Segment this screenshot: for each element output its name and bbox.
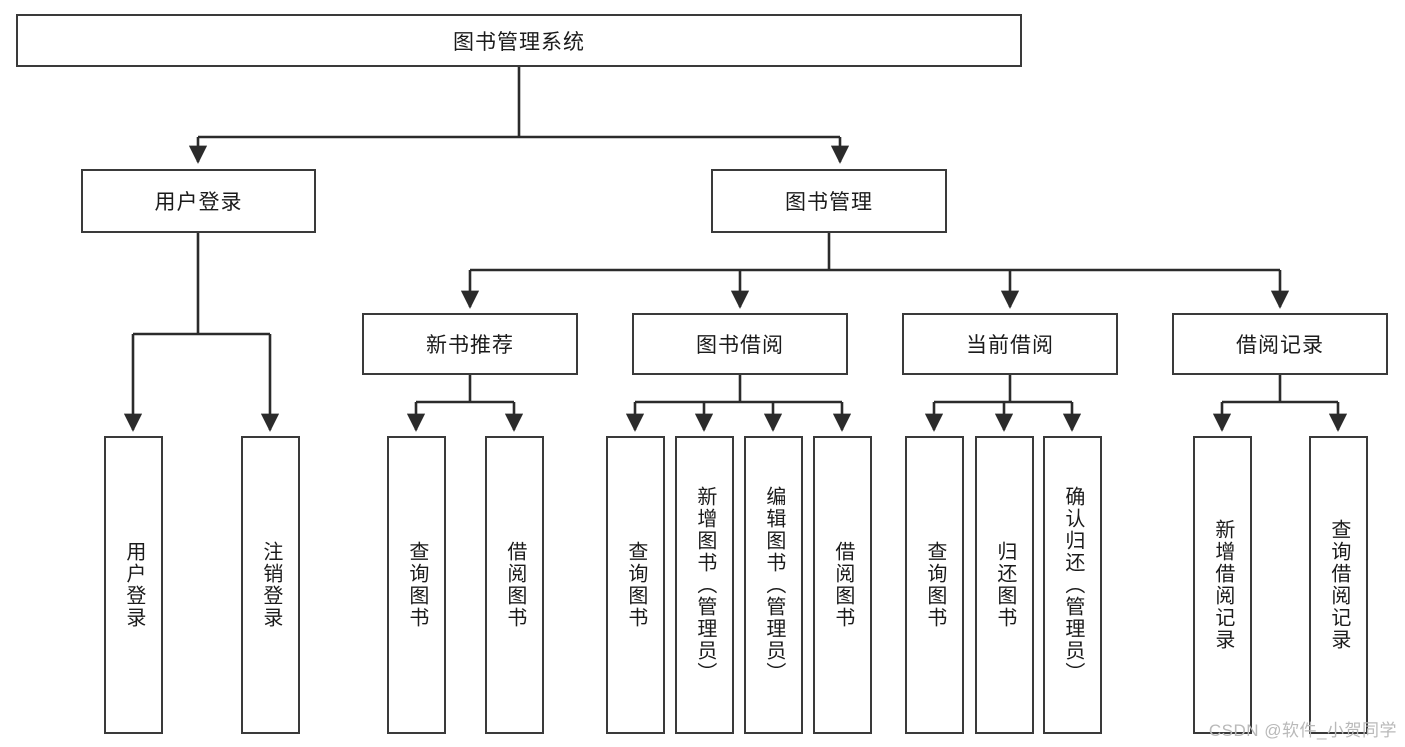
node-book-manage[interactable]: 图书管理	[711, 169, 947, 233]
node-current-borrow[interactable]: 当前借阅	[902, 313, 1118, 375]
node-book-borrow-label: 图书借阅	[696, 334, 784, 357]
leaf-user-login-1-label: 用户登录	[122, 541, 145, 629]
leaf-borrow-record-2[interactable]: 查询借阅记录	[1309, 436, 1368, 734]
leaf-borrow-record-1-label: 新增借阅记录	[1211, 519, 1234, 651]
leaf-current-borrow-2-label: 归还图书	[993, 541, 1016, 629]
node-new-book-recommend[interactable]: 新书推荐	[362, 313, 578, 375]
leaf-book-borrow-2[interactable]: 新增图书（管理员）	[675, 436, 734, 734]
csdn-watermark: CSDN @软件_小贺同学	[1208, 721, 1397, 740]
node-book-manage-label: 图书管理	[785, 191, 873, 214]
node-root-label: 图书管理系统	[453, 30, 585, 54]
node-current-borrow-label: 当前借阅	[966, 334, 1054, 357]
leaf-book-borrow-4-label: 借阅图书	[831, 541, 854, 629]
leaf-new-book-2-label: 借阅图书	[503, 541, 526, 629]
leaf-book-borrow-1-label: 查询图书	[624, 541, 647, 629]
leaf-book-borrow-4[interactable]: 借阅图书	[813, 436, 872, 734]
leaf-current-borrow-1-label: 查询图书	[923, 541, 946, 629]
leaf-borrow-record-2-label: 查询借阅记录	[1327, 519, 1350, 651]
leaf-book-borrow-1[interactable]: 查询图书	[606, 436, 665, 734]
node-user-login-label: 用户登录	[154, 191, 243, 214]
leaf-current-borrow-1[interactable]: 查询图书	[905, 436, 964, 734]
node-borrow-record[interactable]: 借阅记录	[1172, 313, 1388, 375]
node-new-book-recommend-label: 新书推荐	[426, 334, 514, 357]
leaf-new-book-1-label: 查询图书	[405, 541, 428, 629]
leaf-book-borrow-3[interactable]: 编辑图书（管理员）	[744, 436, 803, 734]
leaf-book-borrow-2-label: 新增图书（管理员）	[693, 486, 716, 684]
node-root[interactable]: 图书管理系统	[16, 14, 1022, 67]
leaf-user-login-2-label: 注销登录	[259, 541, 282, 629]
leaf-user-login-1[interactable]: 用户登录	[104, 436, 163, 734]
node-borrow-record-label: 借阅记录	[1236, 334, 1324, 357]
leaf-current-borrow-3[interactable]: 确认归还（管理员）	[1043, 436, 1102, 734]
leaf-book-borrow-3-label: 编辑图书（管理员）	[762, 486, 785, 684]
node-user-login[interactable]: 用户登录	[81, 169, 316, 233]
leaf-new-book-1[interactable]: 查询图书	[387, 436, 446, 734]
leaf-borrow-record-1[interactable]: 新增借阅记录	[1193, 436, 1252, 734]
leaf-current-borrow-3-label: 确认归还（管理员）	[1061, 486, 1084, 684]
leaf-new-book-2[interactable]: 借阅图书	[485, 436, 544, 734]
leaf-user-login-2[interactable]: 注销登录	[241, 436, 300, 734]
node-book-borrow[interactable]: 图书借阅	[632, 313, 848, 375]
leaf-current-borrow-2[interactable]: 归还图书	[975, 436, 1034, 734]
